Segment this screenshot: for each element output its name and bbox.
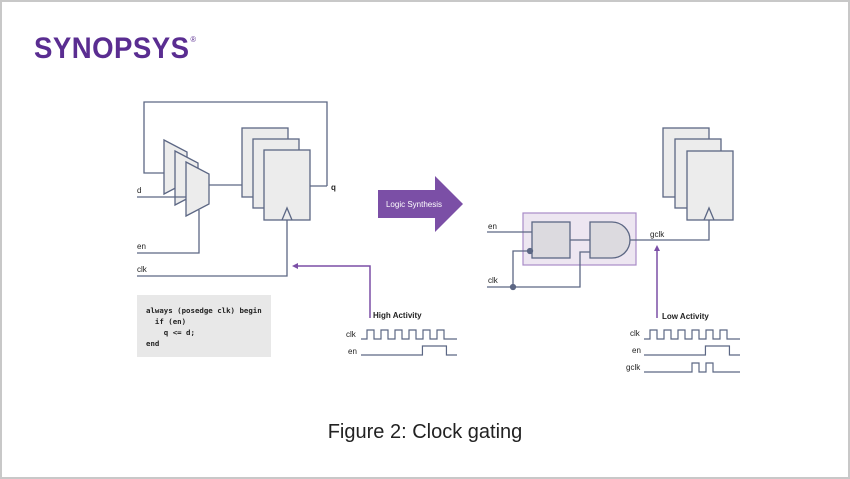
wave-label-clk: clk: [346, 330, 357, 339]
gclk-label: gclk: [650, 230, 665, 239]
low-activity-label: Low Activity: [662, 312, 709, 321]
waveform-en: [361, 345, 457, 356]
latch-block: [531, 221, 571, 259]
r-wave-label-en: en: [632, 346, 641, 355]
clock-triangle-icon: [281, 206, 293, 221]
verilog-code-block: always (posedge clk) begin if (en) q <= …: [137, 295, 271, 357]
r-clock-triangle-icon: [703, 206, 715, 221]
feedback-wire: [143, 101, 328, 186]
figure-caption: Figure 2: Clock gating: [327, 421, 523, 443]
synopsys-logo: SYNOPSYS®: [34, 34, 196, 64]
synthesis-arrow-shape: [378, 176, 463, 232]
r-flipflop-1: [686, 150, 734, 221]
code-line: if (en): [146, 317, 187, 326]
left-circuit: [137, 101, 328, 277]
en-wire: [137, 210, 200, 254]
waveform-clk: [361, 329, 457, 340]
d-label: d: [137, 186, 141, 195]
synthesis-label: Logic Synthesis: [386, 200, 442, 209]
en-label: en: [137, 242, 146, 251]
gc-clk-label: clk: [488, 276, 499, 285]
right-waveforms: clk en gclk: [626, 329, 740, 373]
r-wave-label-clk: clk: [630, 329, 641, 338]
brand-name: SYNOPSYS: [34, 32, 190, 65]
code-line: always (posedge clk) begin: [146, 306, 262, 315]
clk-label: clk: [137, 265, 148, 274]
q-label: q: [331, 183, 336, 192]
gc-clk-wire: [487, 251, 590, 288]
and-gate: [589, 221, 631, 259]
r-waveform-en: [644, 345, 740, 356]
r-waveform-clk: [644, 329, 740, 340]
registered-mark: ®: [190, 35, 197, 44]
clk-wire: [137, 220, 288, 277]
left-waveforms: clk en: [346, 329, 457, 356]
right-circuit: [487, 127, 734, 291]
code-line: end: [146, 339, 160, 348]
gc-clk-branch: [512, 250, 532, 287]
high-activity-arrow: [292, 263, 371, 318]
junction-dot: [509, 283, 517, 291]
gc-en-label: en: [488, 222, 497, 231]
wave-label-en: en: [348, 347, 357, 356]
high-activity-label: High Activity: [373, 311, 422, 320]
code-text: always (posedge clk) begin if (en) q <= …: [137, 295, 271, 349]
logic-synthesis-arrow[interactable]: Logic Synthesis: [378, 176, 463, 232]
gclk-wire: [630, 220, 710, 241]
mux-1: [185, 160, 210, 218]
latch-clk-bubble: [526, 247, 534, 255]
r-waveform-gclk: [644, 362, 740, 373]
r-wave-label-gclk: gclk: [626, 363, 641, 372]
code-line: q <= d;: [146, 328, 195, 337]
